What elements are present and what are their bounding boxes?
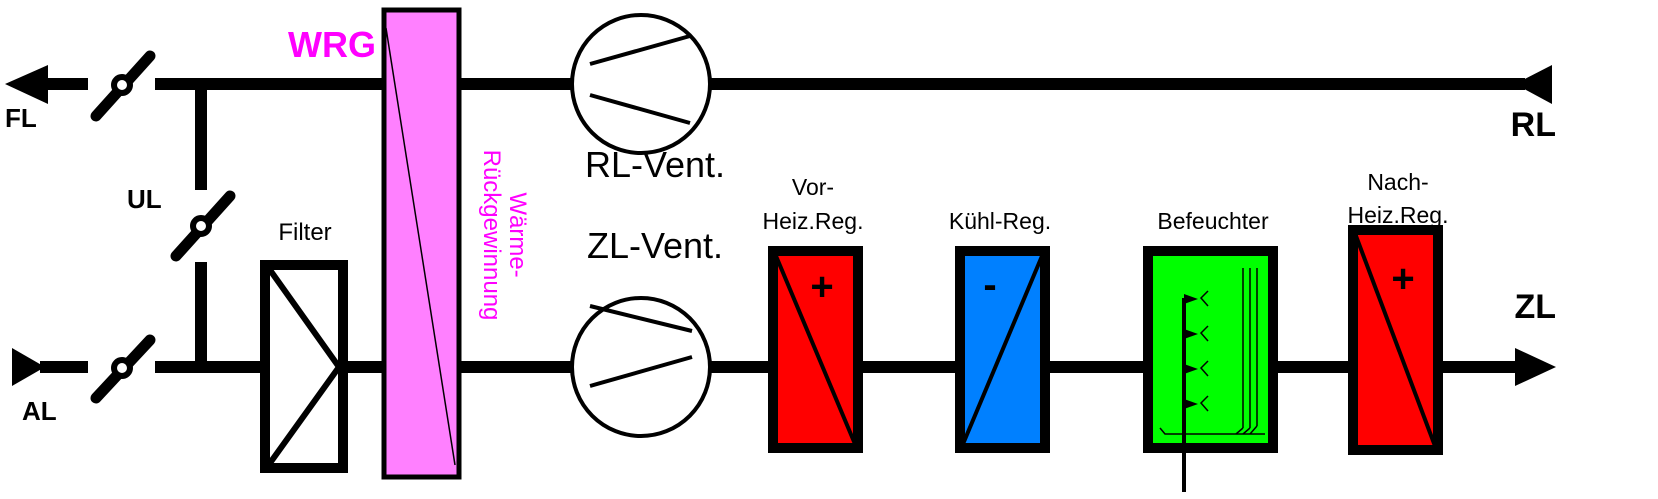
reheater-label-line2: Heiz.Reg. (1348, 202, 1449, 228)
return-fan-label: RL-Vent. (585, 144, 725, 185)
pre-heater-label-line1: Vor- (792, 174, 834, 200)
plus-sign: + (810, 265, 833, 309)
filter-icon (260, 260, 348, 473)
heat-recovery-label: Wärme- Rückgewinnung (478, 150, 531, 321)
zl-label: ZL (1514, 288, 1556, 326)
pre-heater-coil: + (768, 246, 863, 453)
reheater-label-line1: Nach- (1367, 169, 1428, 195)
supply-fan-icon (570, 296, 712, 438)
filter-label: Filter (278, 219, 331, 246)
rl-label: RL (1511, 106, 1556, 144)
cooling-coil: - (955, 246, 1050, 453)
spray-nozzles-icon (1184, 290, 1209, 412)
rl-arrow-icon (1515, 65, 1552, 104)
exhaust-duct (5, 65, 1552, 104)
pre-heater-label-line2: Heiz.Reg. (763, 208, 864, 234)
return-fan-icon (570, 13, 712, 155)
humidifier (1143, 246, 1278, 492)
humidifier-label: Befeuchter (1157, 208, 1269, 234)
damper-al-icon (90, 334, 156, 404)
heat-recovery-unit (381, 7, 462, 480)
wrg-label: WRG (288, 24, 376, 65)
zl-arrow-icon (1515, 348, 1556, 386)
heat-recovery-label-line2: Rückgewinnung (478, 150, 505, 321)
al-arrow-icon (12, 348, 45, 386)
supply-fan-label: ZL-Vent. (587, 225, 723, 266)
fl-label: FL (5, 103, 37, 133)
al-label: AL (22, 396, 57, 426)
heat-recovery-label-line1: Wärme- (504, 192, 531, 277)
plus-sign: + (1391, 257, 1414, 301)
ul-label: UL (127, 184, 162, 214)
fl-arrow-icon (5, 65, 48, 104)
cooler-label: Kühl-Reg. (949, 208, 1051, 234)
reheater-coil: + (1348, 225, 1443, 455)
minus-sign: - (983, 263, 996, 307)
damper-fl-icon (90, 50, 156, 122)
damper-ul-icon (170, 190, 236, 262)
